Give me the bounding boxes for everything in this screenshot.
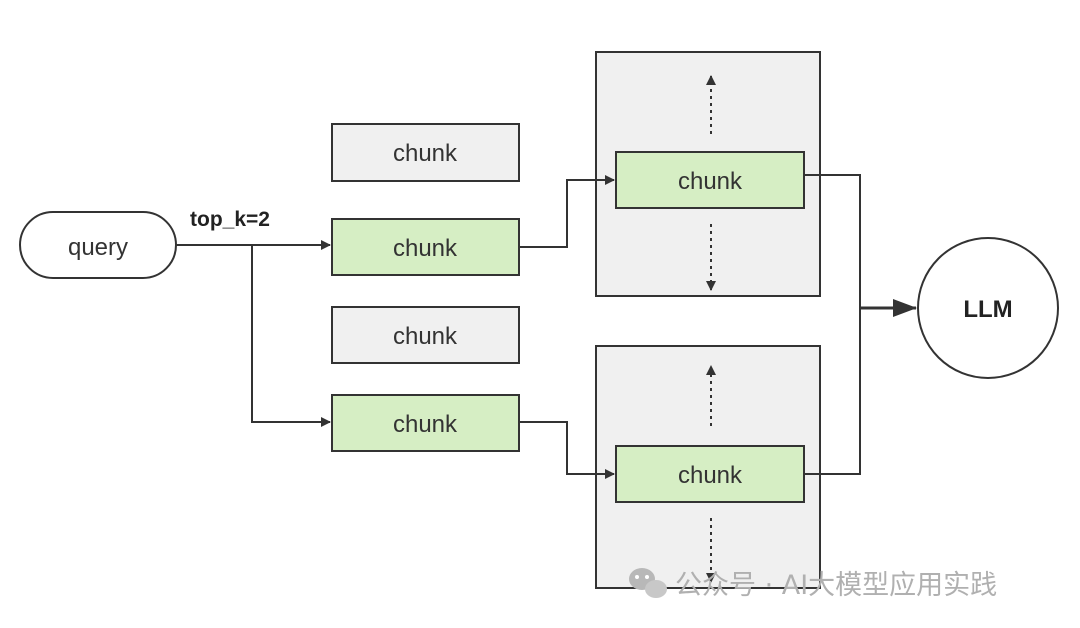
query-label: query	[68, 234, 128, 261]
context-chunk-top	[615, 151, 805, 209]
chunk-box-4-retrieved	[331, 394, 520, 452]
chunk-box-1	[331, 123, 520, 182]
edge-chunk-4-to-context-bottom	[519, 421, 615, 479]
edge-query-to-chunk-4	[251, 245, 331, 427]
chunk-label-2: chunk	[393, 235, 458, 262]
context-chunk-bottom	[615, 445, 805, 503]
llm-label: LLM	[963, 296, 1012, 323]
chunk-label-3: chunk	[393, 323, 458, 350]
edge-chunk-2-to-context-top	[519, 175, 615, 248]
chunk-label-4: chunk	[393, 411, 458, 438]
edge-context-top-to-merge	[804, 174, 861, 475]
wechat-icon	[629, 568, 667, 598]
context-chunk-bottom-label: chunk	[678, 462, 743, 489]
llm-node	[917, 237, 1059, 379]
chunk-box-3	[331, 306, 520, 364]
watermark-text: 公众号 · AI大模型应用实践	[675, 570, 997, 601]
top-k-label: top_k=2	[190, 208, 270, 231]
context-chunk-top-label: chunk	[678, 168, 743, 195]
chunk-box-2-retrieved	[331, 218, 520, 276]
chunk-label-1: chunk	[393, 140, 458, 167]
